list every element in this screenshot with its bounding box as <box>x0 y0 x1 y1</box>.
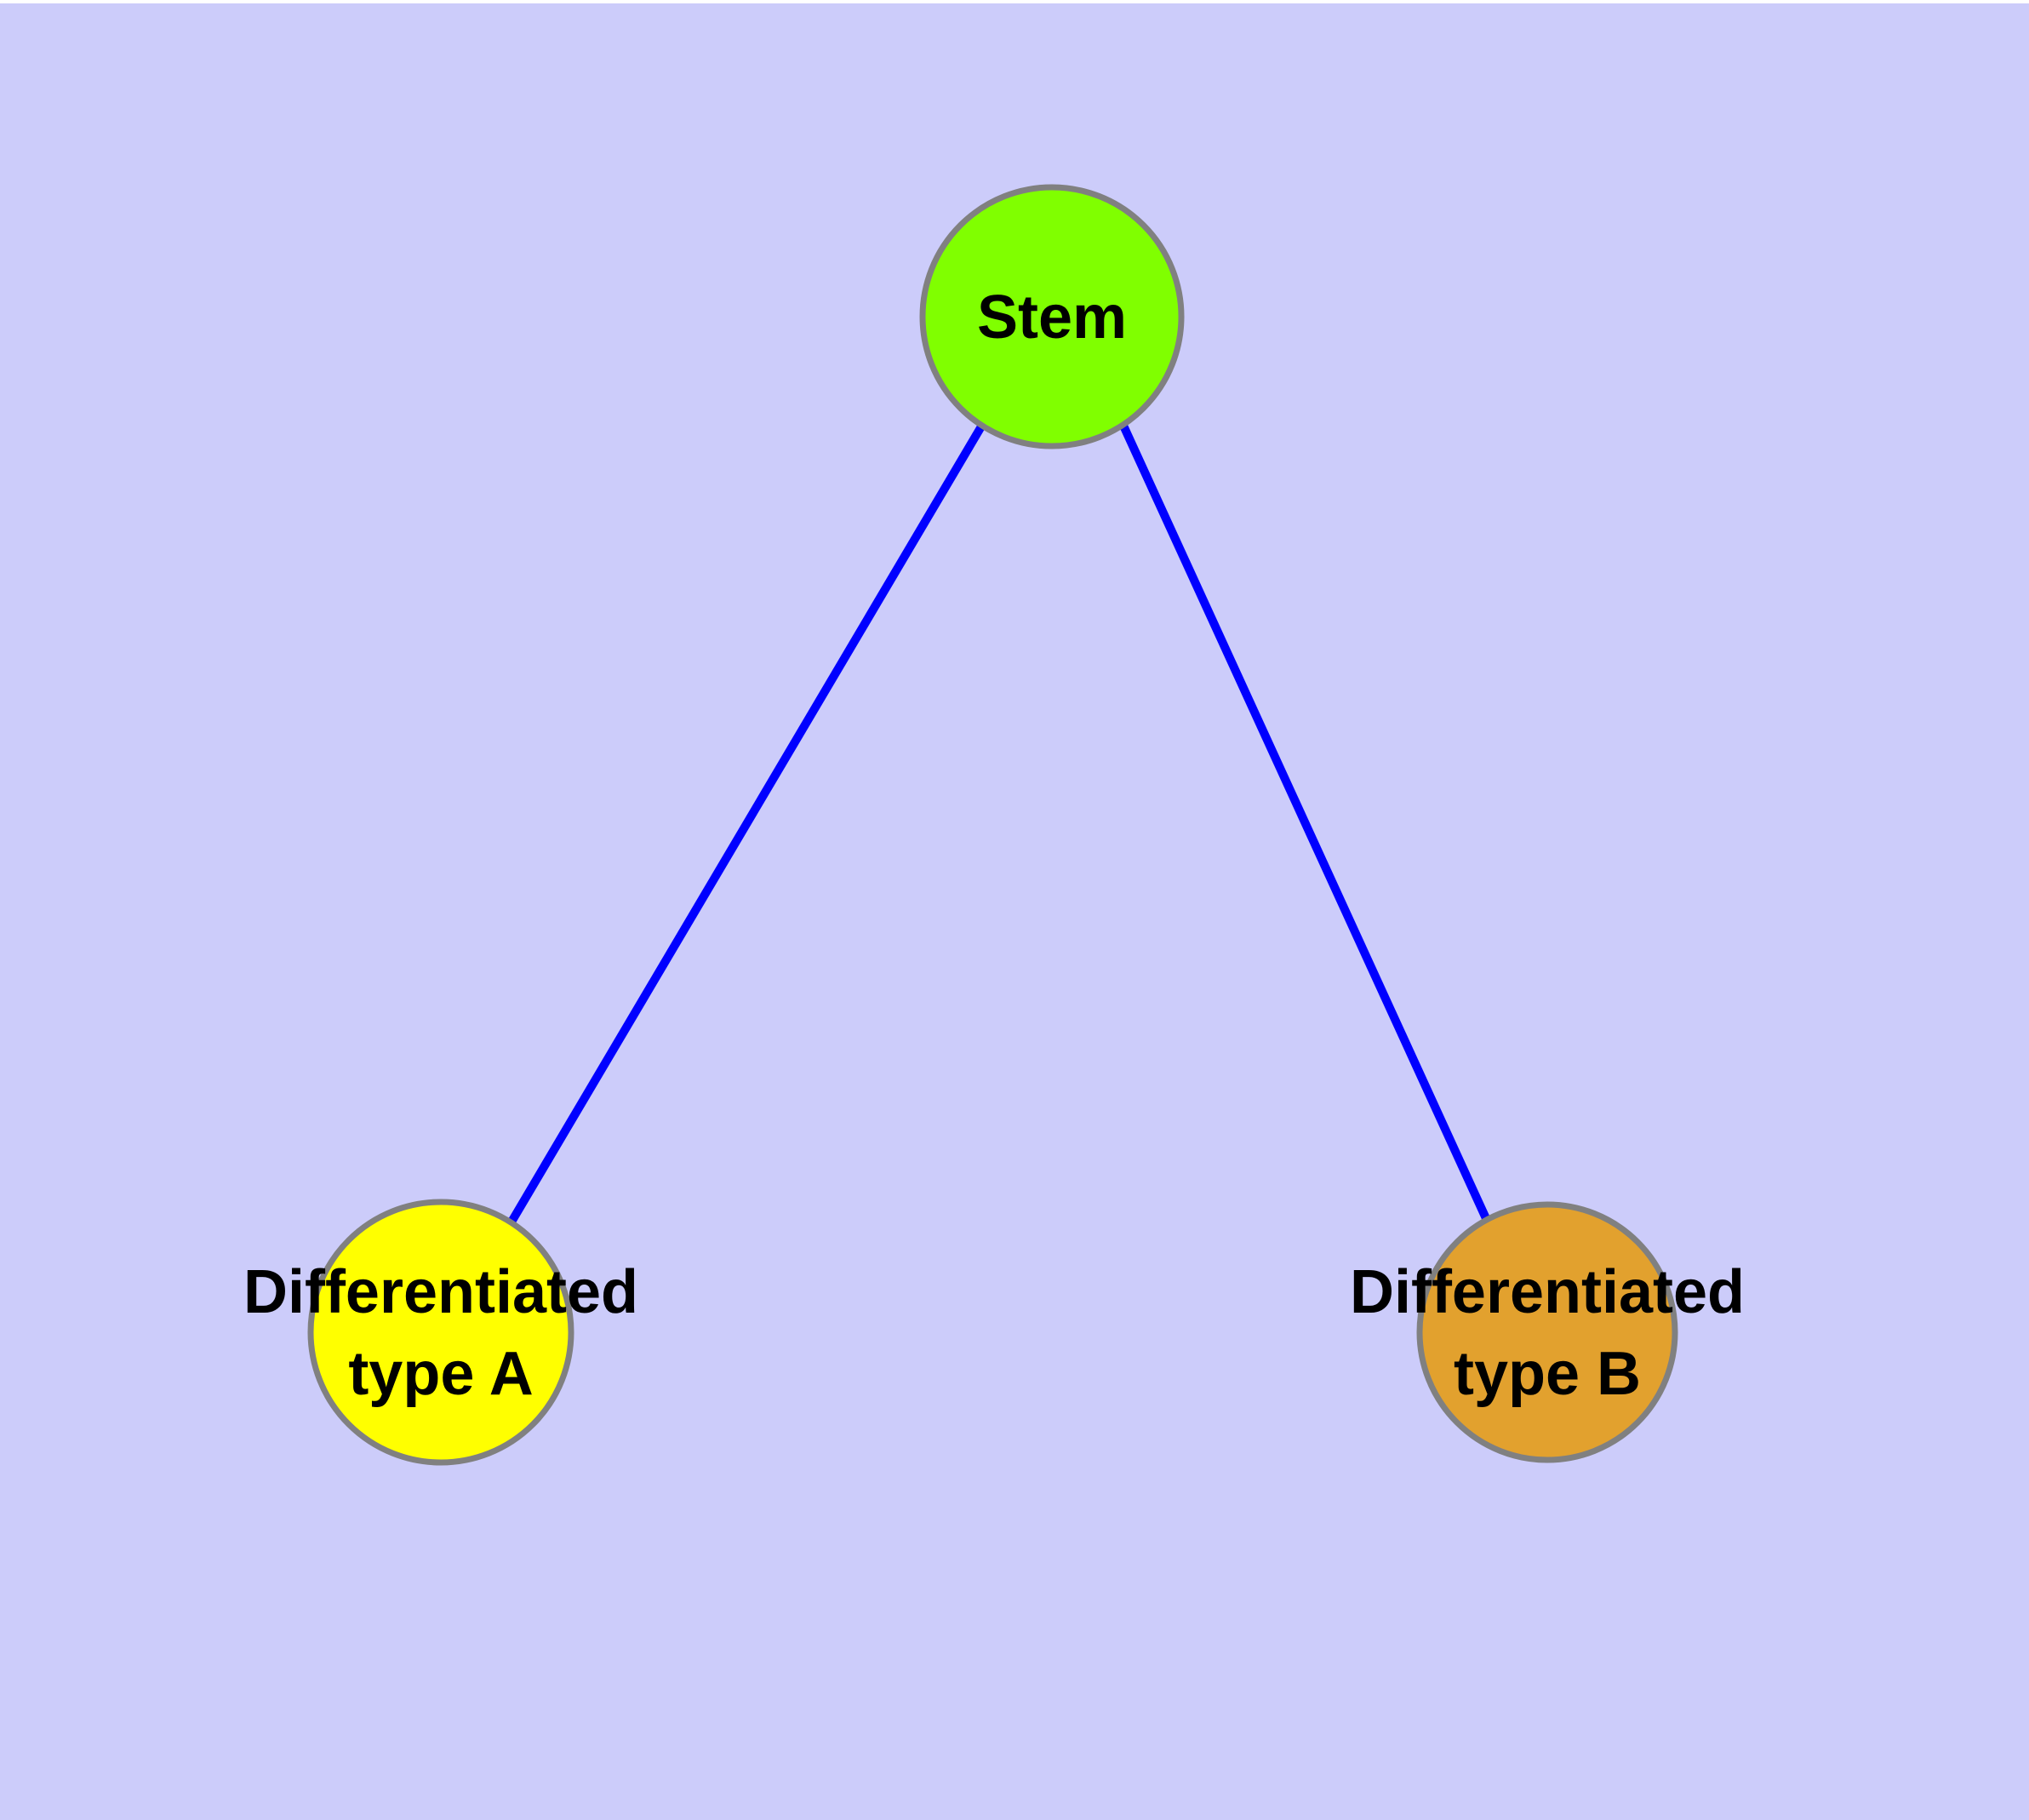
graph-node-stem[interactable] <box>919 184 1185 449</box>
graph-edge <box>506 424 986 1226</box>
graph-node-label-stem: Stem <box>977 283 1127 352</box>
graph-node-label-line: type B <box>1454 1340 1641 1408</box>
graph-node-label-line: Stem <box>977 283 1127 352</box>
graph-node-label-line: type A <box>348 1340 533 1408</box>
graph-node-label-line: Differentiated <box>243 1258 638 1326</box>
nodes-layer <box>307 184 1678 1466</box>
graph-node-diff-b[interactable] <box>1416 1201 1678 1463</box>
graph-node-label-diff-a: Differentiated type A <box>243 1258 638 1408</box>
graph-edge <box>1119 423 1494 1228</box>
graph-node-label-diff-b: Differentiated type B <box>1350 1258 1745 1408</box>
graph-node-label-line: Differentiated <box>1350 1258 1745 1326</box>
edges-layer <box>506 423 1494 1228</box>
graph-node-diff-a[interactable] <box>307 1199 574 1466</box>
